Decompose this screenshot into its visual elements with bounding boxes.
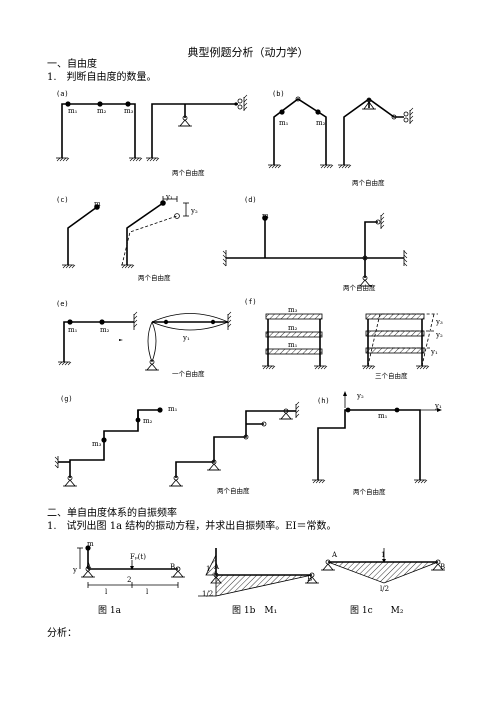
label-e-m1: m₁ [68,326,78,334]
diagram-g [54,401,300,487]
figure-1a [77,545,185,588]
panel-a-label: (a) [56,90,69,98]
label-g-m1: m₁ [168,405,178,413]
label-g-m2: m₂ [143,417,153,425]
caption-b: 两个自由度 [352,179,385,187]
label-a-m3: m₃ [124,107,134,115]
caption-1b: 图 1b M₁ [232,606,278,616]
label-1c-l4: l/2 [380,585,390,593]
label-1a-l1: l [105,588,108,596]
diagram-a [56,94,248,162]
caption-a: 两个自由度 [172,169,205,177]
label-g-m3: m₃ [92,440,102,448]
figure-1b [198,548,319,597]
label-c-m: m [94,200,101,208]
label-f-m1: m₁ [288,341,298,349]
caption-d: 两个自由度 [343,284,376,292]
label-1a-l2: l [146,588,149,596]
label-1a-y: y [73,566,77,574]
label-e-y1: y₁ [183,334,190,342]
label-h-m1: m₁ [378,412,388,420]
label-1a-force: Fₚ(t) [130,553,146,561]
question-1: 1. 判断自由度的数量。 [47,72,157,83]
label-f-y2: y₂ [436,331,443,339]
label-1c-1: 1 [381,551,386,559]
caption-1c: 图 1c M₂ [350,606,404,616]
page-title: 典型例题分析（动力学） [187,46,309,59]
caption-1a: 图 1a [98,606,121,616]
label-1b-1: 1 [206,565,211,573]
section-heading-1: 一、自由度 [47,59,97,70]
label-a-m2: m₂ [97,107,107,115]
label-f-y1: y₁ [431,348,438,356]
label-c-y1: y₁ [166,193,173,201]
label-c-y2: y₂ [191,207,198,215]
caption-h: 两个自由度 [353,488,386,496]
caption-e: 一个自由度 [172,370,205,378]
panel-e-label: (e) [56,300,69,308]
label-1c-B: B [440,563,446,571]
diagram-f [262,313,438,370]
label-1a-2: 2 [127,576,132,584]
label-f-y3: y₃ [436,318,443,326]
caption-c: 两个自由度 [138,274,171,282]
panel-d-label: (d) [244,196,257,204]
diagram-b [268,96,414,169]
panel-g-label: (g) [60,395,73,403]
label-f-m3: m₃ [288,306,298,314]
label-h-y1: y₁ [435,402,442,410]
caption-f: 三个自由度 [375,372,408,380]
label-a-m1: m₁ [68,107,78,115]
panel-f-label: (f) [244,298,257,306]
section-heading-2: 二、单自由度体系的自振频率 [47,508,177,519]
label-1b-half: 1/2 [202,590,214,598]
panel-c-label: (c) [56,196,69,204]
diagram-h [312,391,442,484]
analysis-label: 分析： [47,628,77,639]
diagram-c [62,196,189,269]
question-2: 1. 试列出图 1a 结构的振动方程，并求出自振频率。EI＝常数。 [47,521,337,532]
label-1b-B: B [307,575,313,583]
label-f-m2: m₂ [288,324,298,332]
label-1a-B: B [170,563,176,571]
diagram-e [58,311,232,371]
label-e-m2: m₂ [100,326,110,334]
label-b-m2: m₂ [316,119,326,127]
label-1a-m: m [87,540,94,548]
label-b-m1: m₁ [279,119,289,127]
caption-g: 两个自由度 [217,487,250,495]
label-h-y2: y₂ [357,392,364,400]
panel-h-label: (h) [317,397,330,405]
diagram-d [222,212,408,287]
figure-1c [321,548,445,584]
panel-b-label: (b) [272,90,285,98]
label-1c-A: A [332,551,338,559]
